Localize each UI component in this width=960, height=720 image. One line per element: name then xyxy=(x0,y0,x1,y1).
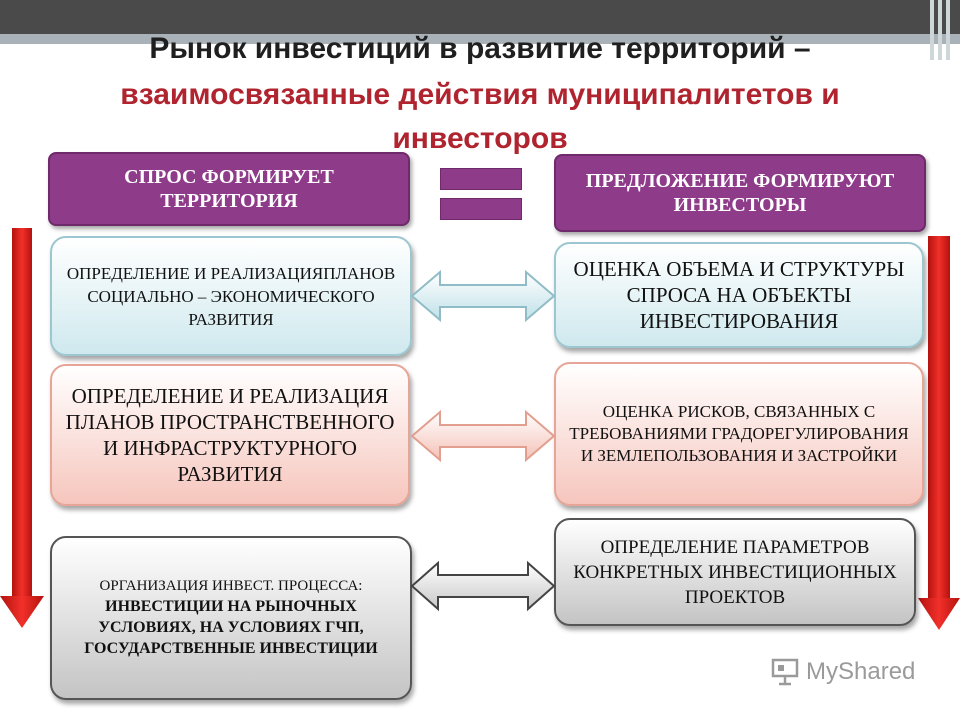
demand-header: СПРОС ФОРМИРУЕТ ТЕРРИТОРИЯ xyxy=(48,152,410,226)
supply-header-label: ПРЕДЛОЖЕНИЕ ФОРМИРУЮТ ИНВЕСТОРЫ xyxy=(585,170,895,216)
red-down-arrow-icon xyxy=(918,236,960,630)
double-headed-arrow-icon xyxy=(410,560,556,612)
presentation-board-icon xyxy=(771,658,799,686)
top-bar-stripe xyxy=(0,34,960,44)
risk-assessment-box: ОЦЕНКА РИСКОВ, СВЯЗАННЫХ С ТРЕБОВАНИЯМИ … xyxy=(554,362,924,506)
watermark: MyShared xyxy=(770,656,915,688)
investment-process-types: ИНВЕСТИЦИИ НА РЫНОЧНЫХ УСЛОВИЯХ, НА УСЛО… xyxy=(84,598,378,657)
corner-decoration xyxy=(938,0,942,60)
social-economic-plan-text: ОПРЕДЕЛЕНИЕ И РЕАЛИЗАЦИЯПЛАНОВ СОЦИАЛЬНО… xyxy=(66,263,396,329)
supply-header: ПРЕДЛОЖЕНИЕ ФОРМИРУЮТ ИНВЕСТОРЫ xyxy=(554,154,926,232)
slide-title-line-3: инвесторов xyxy=(392,122,568,155)
project-parameters-box: ОПРЕДЕЛЕНИЕ ПАРАМЕТРОВ КОНКРЕТНЫХ ИНВЕСТ… xyxy=(554,518,916,626)
double-headed-arrow-icon xyxy=(410,409,556,463)
spatial-infrastructure-plan-text: ОПРЕДЕЛЕНИЕ И РЕАЛИЗАЦИЯ ПЛАНОВ ПРОСТРАН… xyxy=(65,384,395,486)
red-down-arrow-icon xyxy=(0,228,44,628)
demand-header-label: СПРОС ФОРМИРУЕТ ТЕРРИТОРИЯ xyxy=(124,166,334,212)
top-bar xyxy=(0,0,960,34)
corner-decoration xyxy=(930,0,934,60)
slide-title-line-1: Рынок инвестиций в развитие территорий – xyxy=(149,32,811,65)
investment-process-box: ОРГАНИЗАЦИЯ ИНВЕСТ. ПРОЦЕССА: ИНВЕСТИЦИИ… xyxy=(50,536,412,700)
equals-sign-icon xyxy=(440,168,522,190)
corner-decoration xyxy=(946,0,950,60)
demand-assessment-text: ОЦЕНКА ОБЪЕМА И СТРУКТУРЫ СПРОСА НА ОБЪЕ… xyxy=(573,257,905,333)
watermark-text: MyShared xyxy=(806,658,916,685)
social-economic-plan-box: ОПРЕДЕЛЕНИЕ И РЕАЛИЗАЦИЯПЛАНОВ СОЦИАЛЬНО… xyxy=(50,236,412,356)
demand-assessment-box: ОЦЕНКА ОБЪЕМА И СТРУКТУРЫ СПРОСА НА ОБЪЕ… xyxy=(554,242,924,348)
project-parameters-text: ОПРЕДЕЛЕНИЕ ПАРАМЕТРОВ КОНКРЕТНЫХ ИНВЕСТ… xyxy=(573,536,897,608)
slide-title-line-2: взаимосвязанные действия муниципалитетов… xyxy=(120,78,840,111)
equals-sign-icon xyxy=(440,198,522,220)
investment-process-intro: ОРГАНИЗАЦИЯ ИНВЕСТ. ПРОЦЕССА: xyxy=(99,578,363,594)
risk-assessment-text: ОЦЕНКА РИСКОВ, СВЯЗАННЫХ С ТРЕБОВАНИЯМИ … xyxy=(569,402,909,465)
double-headed-arrow-icon xyxy=(410,269,556,323)
spatial-infrastructure-plan-box: ОПРЕДЕЛЕНИЕ И РЕАЛИЗАЦИЯ ПЛАНОВ ПРОСТРАН… xyxy=(50,364,410,506)
